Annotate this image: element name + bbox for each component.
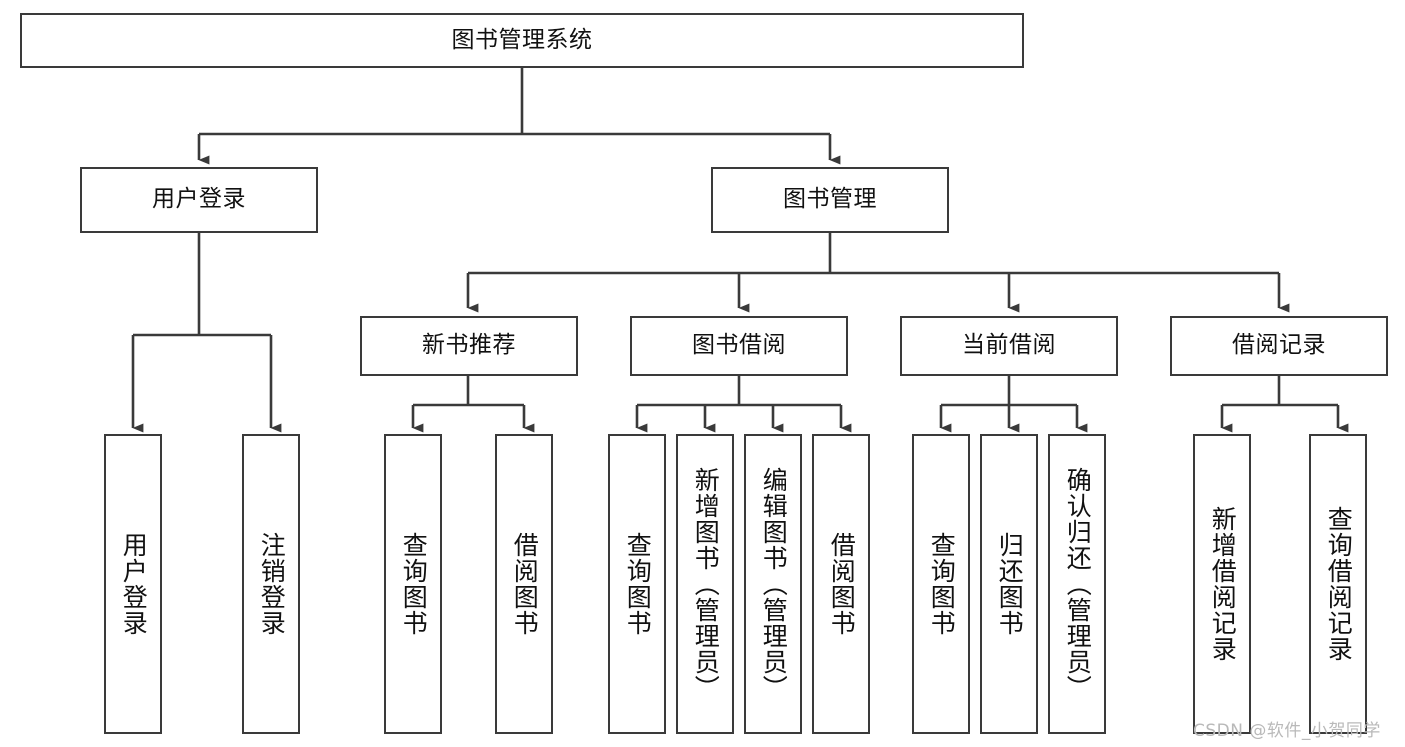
node-user-login[interactable]: 用户登录: [80, 167, 318, 233]
node-leaf-query-book-borrow[interactable]: 查询图书: [608, 434, 666, 734]
node-label: 用户登录: [119, 532, 149, 636]
csdn-watermark: CSDN @软件_小贺同学: [1193, 721, 1381, 741]
node-label: 注销登录: [257, 532, 287, 636]
node-leaf-query-borrow-record[interactable]: 查询借阅记录: [1309, 434, 1367, 734]
node-leaf-confirm-return[interactable]: 确认归还（管理员）: [1048, 434, 1106, 734]
node-leaf-add-book[interactable]: 新增图书（管理员）: [676, 434, 734, 734]
node-label: 用户登录: [152, 186, 246, 213]
node-label: 图书管理: [783, 186, 877, 213]
node-leaf-add-borrow-record[interactable]: 新增借阅记录: [1193, 434, 1251, 734]
node-label: 借阅图书: [827, 532, 857, 636]
node-leaf-user-login[interactable]: 用户登录: [104, 434, 162, 734]
node-borrow-record[interactable]: 借阅记录: [1170, 316, 1388, 376]
node-leaf-user-logout[interactable]: 注销登录: [242, 434, 300, 734]
node-new-book-recommend[interactable]: 新书推荐: [360, 316, 578, 376]
node-label: 查询借阅记录: [1324, 506, 1354, 662]
node-book-borrow[interactable]: 图书借阅: [630, 316, 848, 376]
node-current-borrow[interactable]: 当前借阅: [900, 316, 1118, 376]
node-leaf-borrow-book[interactable]: 借阅图书: [812, 434, 870, 734]
node-label: 查询图书: [399, 532, 429, 636]
node-label: 查询图书: [623, 532, 653, 636]
node-leaf-borrow-book-recommend[interactable]: 借阅图书: [495, 434, 553, 734]
node-label: 新书推荐: [422, 332, 516, 359]
node-label: 借阅图书: [510, 532, 540, 636]
node-label: 图书管理系统: [451, 26, 593, 53]
node-label: 确认归还（管理员）: [1063, 467, 1093, 701]
node-label: 查询图书: [927, 532, 957, 636]
node-label: 新增借阅记录: [1208, 506, 1238, 662]
node-leaf-return-book[interactable]: 归还图书: [980, 434, 1038, 734]
node-leaf-query-book-recommend[interactable]: 查询图书: [384, 434, 442, 734]
node-label: 归还图书: [995, 532, 1025, 636]
node-label: 编辑图书（管理员）: [759, 467, 789, 701]
node-label: 当前借阅: [962, 332, 1056, 359]
node-book-management[interactable]: 图书管理: [711, 167, 949, 233]
node-label: 借阅记录: [1232, 332, 1326, 359]
node-book-management-system[interactable]: 图书管理系统: [20, 13, 1024, 68]
node-leaf-edit-book[interactable]: 编辑图书（管理员）: [744, 434, 802, 734]
node-leaf-query-book-current[interactable]: 查询图书: [912, 434, 970, 734]
node-label: 新增图书（管理员）: [691, 467, 721, 701]
node-label: 图书借阅: [692, 332, 786, 359]
